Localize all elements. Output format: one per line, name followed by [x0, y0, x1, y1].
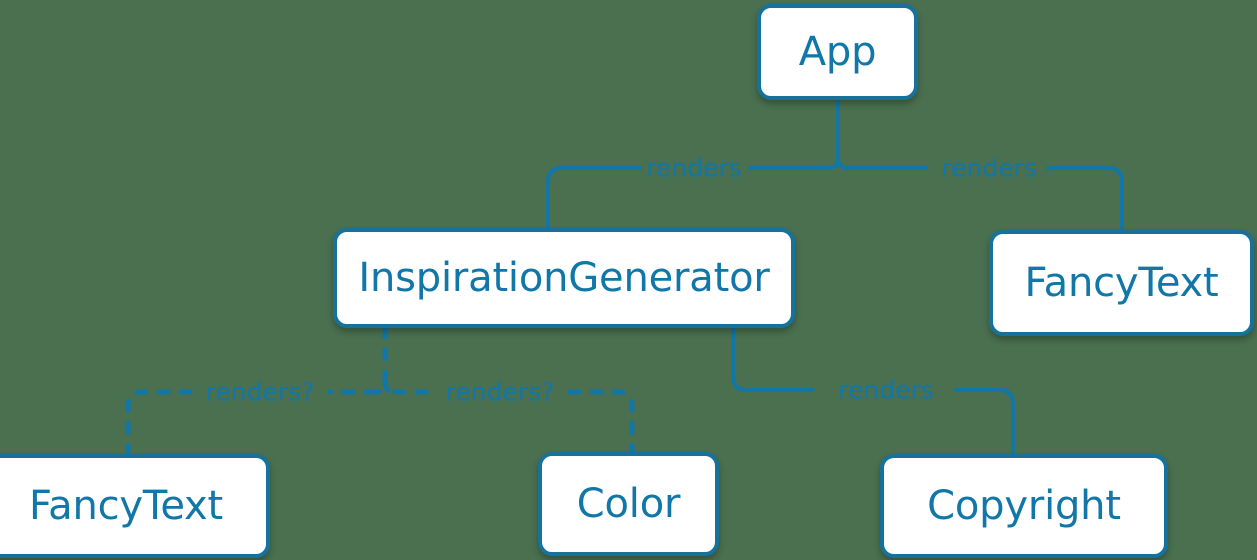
- node-fancytext-top[interactable]: FancyText: [989, 230, 1254, 336]
- edge-inspirationgenerator-to-fancytext: [125, 389, 378, 457]
- edge-label-inspirationgenerator-to-color: renders?: [445, 377, 555, 407]
- edge-app-stem-right: [836, 156, 850, 170]
- node-fancytext-bottom[interactable]: FancyText: [0, 454, 270, 558]
- node-inspirationgenerator[interactable]: InspirationGenerator: [333, 228, 795, 328]
- node-fancytext-top-label: FancyText: [1024, 260, 1219, 306]
- node-color[interactable]: Color: [538, 452, 719, 556]
- edge-label-app-to-fancytext: renders: [941, 153, 1037, 183]
- node-color-label: Color: [576, 481, 681, 527]
- node-fancytext-bottom-label: FancyText: [29, 483, 223, 529]
- edge-app-to-fancytext: [846, 166, 1124, 232]
- edge-inspirationgenerator-to-color: [392, 389, 635, 455]
- edge-inspirationgenerator-to-copyright: [731, 326, 1015, 456]
- node-copyright[interactable]: Copyright: [880, 454, 1168, 558]
- node-app[interactable]: App: [757, 4, 918, 100]
- edge-app-to-inspirationgenerator: [546, 166, 830, 230]
- edge-inspirationgenerator-dashed-stem-right: [382, 379, 398, 395]
- node-inspirationgenerator-label: InspirationGenerator: [358, 255, 770, 301]
- edge-label-inspirationgenerator-to-copyright: renders: [838, 375, 934, 405]
- edge-label-inspirationgenerator-to-fancytext: renders?: [205, 377, 315, 407]
- node-app-label: App: [798, 29, 877, 75]
- node-copyright-label: Copyright: [927, 483, 1121, 529]
- edge-label-app-to-inspirationgenerator: renders: [646, 153, 742, 183]
